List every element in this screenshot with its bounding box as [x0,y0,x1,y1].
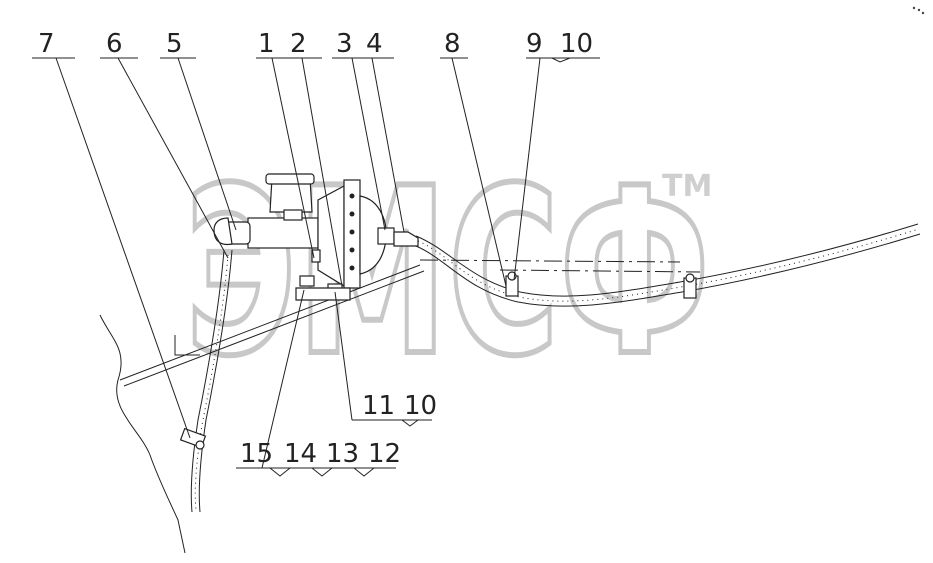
hose-clamp-right-2 [683,273,697,299]
centerline [419,259,681,263]
leader-lines-top [32,57,600,439]
leader-lines-bottom-right [334,291,432,427]
callout-8: 8 [444,29,461,59]
callout-labels-top: 7 6 5 1 2 3 4 8 9 10 [38,29,593,59]
callout-labels-bottom-right: 11 10 [362,391,437,421]
callout-10-bottom: 10 [404,391,437,421]
callout-labels-bottom-left: 15 14 13 12 [240,439,401,469]
callout-12: 12 [368,439,401,469]
watermark-logo: ЭМСФ TM [182,137,713,410]
callout-5: 5 [166,29,183,59]
callout-1: 1 [258,29,275,59]
callout-14: 14 [284,439,317,469]
watermark-text: ЭМСФ [185,140,710,407]
callout-3: 3 [336,29,353,59]
callout-7: 7 [38,29,55,59]
hose-left [190,249,233,513]
hose-clamp-right-1 [505,271,519,297]
callout-2: 2 [290,29,307,59]
callout-6: 6 [106,29,123,59]
leader-lines-bottom-left [236,289,396,477]
callout-15: 15 [240,439,273,469]
callout-4: 4 [366,29,383,59]
brake-booster [317,179,419,289]
centerline-2 [499,269,701,273]
callout-13: 13 [326,439,359,469]
hose-clamp-left [179,427,207,450]
corner-marks [912,6,925,15]
callout-11: 11 [362,391,395,421]
frame-contour [99,314,186,554]
callout-10: 10 [560,29,593,59]
mounting-bracket [295,249,351,301]
frame-member [119,264,425,387]
callout-9: 9 [526,29,543,59]
watermark-trademark: TM [662,169,712,204]
hose-right [415,223,921,307]
